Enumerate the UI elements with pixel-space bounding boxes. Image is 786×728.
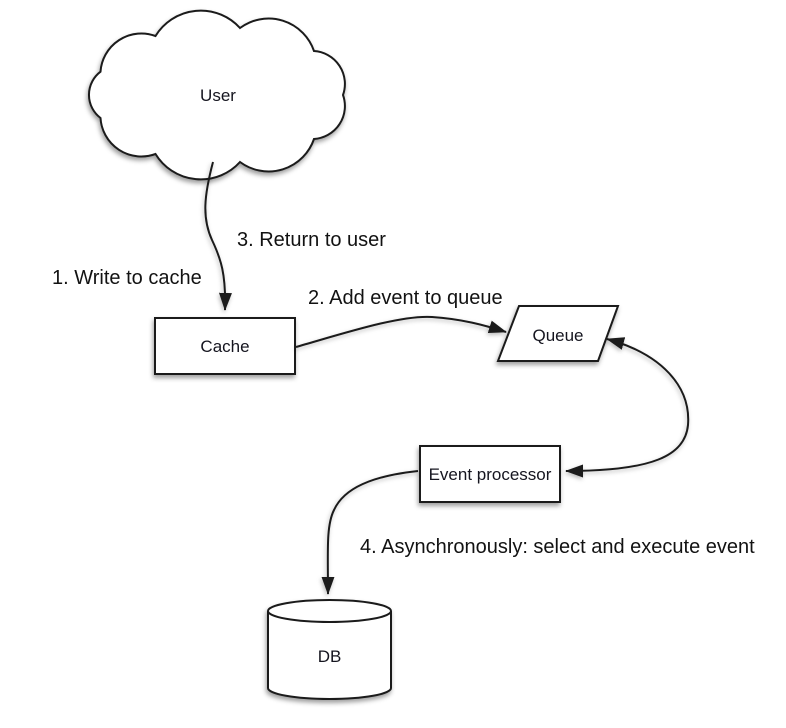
edge-cache-to-queue [295, 315, 507, 348]
node-labels: User Cache Queue Event processor DB [200, 86, 583, 666]
db-cylinder-body [267, 611, 392, 700]
db-cylinder-top [267, 599, 392, 623]
user-cloud-shape [87, 9, 346, 181]
cache-label: Cache [200, 337, 249, 356]
annotation-step-4: 4. Asynchronously: select and execute ev… [360, 536, 755, 558]
db-label: DB [318, 647, 342, 666]
event-processor-label: Event processor [429, 465, 552, 484]
event-processor-box-shape [419, 445, 561, 503]
edge-user-to-cache [204, 161, 232, 311]
queue-label: Queue [532, 326, 583, 345]
annotation-step-2: 2. Add event to queue [308, 287, 503, 309]
diagram-shapes [87, 9, 620, 700]
user-label: User [200, 86, 236, 105]
edge-event-processor-to-db [321, 470, 419, 595]
cache-box-shape [154, 317, 296, 375]
diagram-edges [204, 161, 690, 595]
db-cylinder-shape [267, 599, 392, 700]
annotation-step-3: 3. Return to user [237, 229, 386, 251]
annotation-step-1: 1. Write to cache [52, 267, 202, 289]
edge-queue-event-processor-bidirectional [565, 337, 690, 478]
step-annotations: 1. Write to cache 3. Return to user 2. A… [52, 229, 755, 558]
